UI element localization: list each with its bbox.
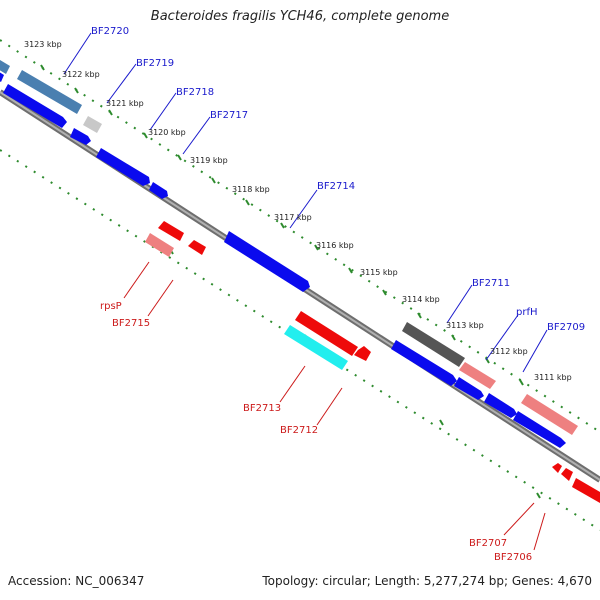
gene-label-bf2719[interactable]: BF2719	[136, 58, 174, 69]
gene-bf2720-b[interactable]	[17, 70, 82, 114]
gene-label-prfh[interactable]: prfH	[516, 307, 538, 318]
reverse-gene-labels: rpsP BF2715 BF2713 BF2712 BF2707 BF2706	[100, 301, 532, 563]
kbp-label: 3111 kbp	[534, 373, 572, 382]
kbp-label: 3114 kbp	[402, 295, 440, 304]
kbp-label: 3118 kbp	[232, 185, 270, 194]
kbp-label: 3120 kbp	[148, 128, 186, 137]
forward-gene-labels: BF2720 BF2719 BF2718 BF2717 BF2714 BF271…	[91, 26, 585, 333]
kbp-label: 3123 kbp	[24, 40, 62, 49]
gene-bf2718[interactable]	[96, 148, 150, 186]
reverse-leader-lines	[123, 261, 546, 551]
gene-bf2719[interactable]	[83, 116, 102, 133]
gene-prfh[interactable]	[459, 362, 496, 389]
gene-bf2714[interactable]	[224, 231, 310, 292]
gene-label-bf2711[interactable]: BF2711	[472, 278, 510, 289]
gene-bf2706[interactable]	[561, 468, 573, 481]
kbp-label: 3121 kbp	[106, 99, 144, 108]
gene-bf2715[interactable]	[158, 221, 184, 241]
gene-label-bf2712[interactable]: BF2712	[280, 425, 318, 436]
gene-bf2709[interactable]	[521, 394, 578, 435]
gene-rpsp[interactable]	[145, 233, 174, 257]
reverse-strand-genes	[145, 221, 600, 503]
kbp-label: 3113 kbp	[446, 321, 484, 330]
gene-label-bf2707[interactable]: BF2707	[469, 538, 507, 549]
kbp-label: 3117 kbp	[274, 213, 312, 222]
kbp-label: 3112 kbp	[490, 347, 528, 356]
accession-text: Accession: NC_006347	[8, 574, 145, 588]
gene-bf2712[interactable]	[284, 325, 348, 370]
gene-bf2707[interactable]	[552, 463, 562, 473]
gene-label-rpsp[interactable]: rpsP	[100, 301, 122, 312]
map-title: Bacteroides fragilis YCH46, complete gen…	[150, 9, 450, 24]
gene-bf2713[interactable]	[295, 311, 358, 356]
kbp-label: 3122 kbp	[62, 70, 100, 79]
gene-label-bf2715[interactable]: BF2715	[112, 318, 150, 329]
gene-label-bf2706[interactable]: BF2706	[494, 552, 532, 563]
kbp-label: 3119 kbp	[190, 156, 228, 165]
gene-label-bf2720[interactable]: BF2720	[91, 26, 129, 37]
gene-label-bf2714[interactable]: BF2714	[317, 181, 355, 192]
kbp-label: 3115 kbp	[360, 268, 398, 277]
gene-bf2720[interactable]	[0, 54, 10, 74]
genome-summary-text: Topology: circular; Length: 5,277,274 bp…	[262, 574, 592, 588]
kbp-label: 3116 kbp	[316, 241, 354, 250]
gene-label-bf2709[interactable]: BF2709	[547, 322, 585, 333]
gene-label-bf2718[interactable]: BF2718	[176, 87, 214, 98]
upper-scale-ticks	[40, 64, 524, 386]
gene-label-bf2717[interactable]: BF2717	[210, 110, 248, 121]
gene-label-bf2713[interactable]: BF2713	[243, 403, 281, 414]
forward-strand-genes	[0, 54, 578, 448]
gene-bf2711[interactable]	[402, 322, 465, 367]
kbp-labels: 3123 kbp 3122 kbp 3121 kbp 3120 kbp 3119…	[24, 40, 572, 382]
label-leader-lines	[63, 32, 548, 373]
lower-dotted-scale	[0, 149, 600, 531]
